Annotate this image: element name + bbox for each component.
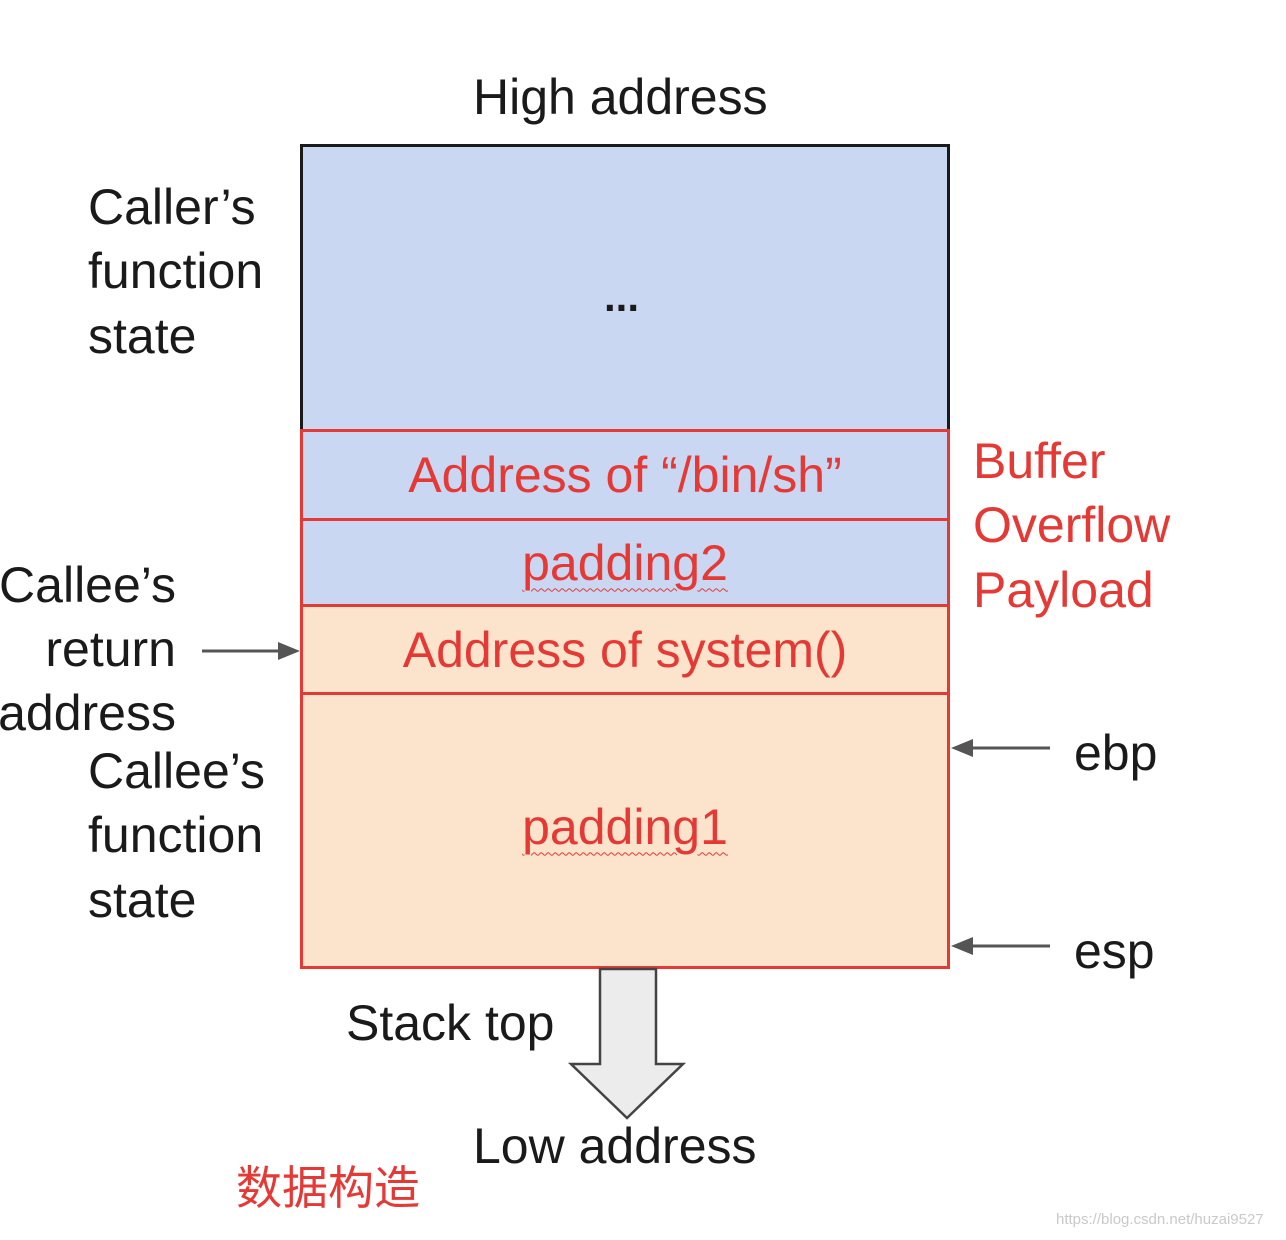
callee-state-line2: function [88,807,264,863]
padding2-cell: padding2 [300,518,950,607]
high-address-label: High address [473,69,768,125]
callee-state-line3: state [88,872,197,928]
caption-label: 数据构造 [236,1162,420,1214]
callers-frame-block [300,144,950,432]
system-address-label: Address of system() [402,621,848,678]
callers-state-line3: state [88,308,197,364]
payload-line3: Payload [973,562,1154,618]
low-address-label: Low address [473,1118,757,1174]
callee-state-line1: Callee’s [88,743,265,799]
padding2-label: padding2 [522,534,728,591]
esp-label: esp [1074,923,1155,979]
padding1-label: padding1 [522,798,728,855]
binsh-address-label: Address of “/bin/sh” [408,447,842,503]
ebp-label: ebp [1074,725,1158,781]
payload-line2: Overflow [973,497,1171,553]
return-address-arrow-icon [202,642,300,660]
callee-return-line3: address [0,685,176,741]
callers-state-line1: Caller’s [88,179,256,235]
ebp-arrow-icon [951,739,1050,757]
system-address-cell: Address of system() [300,604,950,695]
padding1-cell: padding1 [300,692,950,969]
callee-return-line1: Callee’s [0,557,176,613]
ellipsis-label: ... [604,273,640,320]
stack-top-label: Stack top [346,995,555,1051]
callee-return-line2: return [45,621,176,677]
payload-line1: Buffer [973,433,1106,489]
stack-growth-arrow-icon [567,967,687,1120]
callers-state-line2: function [88,243,264,299]
watermark-label: https://blog.csdn.net/huzai9527 [1056,1211,1264,1228]
esp-arrow-icon [951,937,1050,955]
